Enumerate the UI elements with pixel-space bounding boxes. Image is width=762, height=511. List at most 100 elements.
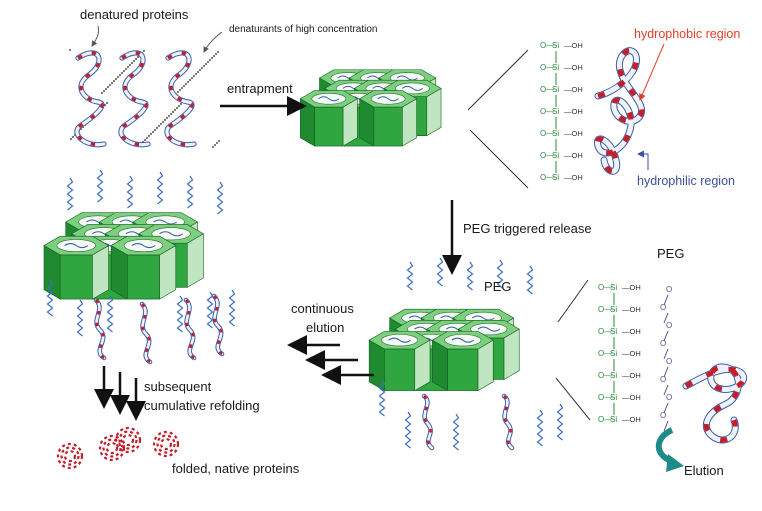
silicon-atom: Si [552,41,559,50]
peg-oxygen: O [666,393,672,402]
peg-chain [496,259,504,289]
protein-chain [164,50,197,148]
zoom-line-bottom-1 [557,279,589,323]
hex-side-front [314,106,344,147]
denaturant-dot [72,136,74,138]
denaturant-dot [172,111,174,113]
denaturant-pointer-arrow [203,31,223,53]
zoom-line-bottom-2 [555,377,591,421]
peg-oxygen: O [660,339,666,348]
denaturant-dot [183,85,185,87]
peg-oxygen: O [660,411,666,420]
hydroxyl-group: —OH [564,151,583,160]
chain-hydrophilic [140,302,152,364]
protein-chain [118,50,151,148]
fold-ring [56,442,84,470]
continuous-label: continuous [291,301,354,316]
denaturant-dot [127,66,129,68]
peg-chain [466,261,474,291]
chain-hydrophilic [212,294,224,356]
denaturant-dot [133,60,135,62]
denaturant-dot [179,89,181,91]
oxygen-atom: O— [540,151,554,160]
elution-right-label: Elution [684,463,724,478]
denaturant-dot [212,146,214,148]
fold-ring [60,446,80,466]
denaturant-dot [214,144,216,146]
protein-chain [139,301,153,365]
peg-bond [663,366,669,378]
peg-chain [156,171,164,205]
denaturant-dot [203,65,205,67]
denaturant-dot [170,113,172,115]
denaturant-dot [168,115,170,117]
denaturant-dot [216,142,218,144]
denaturant-dot [107,86,109,88]
matrix-top [299,69,442,147]
denaturant-dot [201,67,203,69]
chain-hydrophobic [503,394,513,450]
denaturant-dot [160,123,162,125]
pore-protein [318,96,340,102]
chain-hydrophobic [119,51,149,147]
peg-chain [406,261,414,291]
denaturants-label: denaturants of high concentration [229,24,378,35]
denaturant-dot [106,102,108,104]
silicon-atom: Si [610,283,617,292]
folded-protein [114,426,142,454]
denaturant-dot [119,74,121,76]
hydroxyl-group: —OH [564,85,583,94]
denaturant-dot [217,51,219,53]
peg-oxygen: O [660,375,666,384]
fold-ring [105,441,119,455]
denaturant-dot [199,69,201,71]
oxygen-atom: O— [598,327,612,336]
hydroxyl-group: —OH [622,349,641,358]
hex-side-front [59,254,93,300]
peg-bond [663,294,669,306]
denaturant-dot [174,109,176,111]
hydroxyl-group: —OH [622,393,641,402]
hydrophilic-arrow [637,150,649,170]
hydroxyl-group: —OH [564,129,583,138]
peg-chain [228,289,236,327]
denaturant-dot [158,125,160,127]
pore-protein [159,231,184,237]
pore-protein [471,315,495,321]
peg-triggered-release-label: PEG triggered release [463,221,592,236]
denaturant-dot [209,59,211,61]
peg-center-label: PEG [484,279,512,294]
denaturant-dot [187,81,189,83]
peg-chain [96,169,104,203]
chemical-structures: O—Si—OHO—Si—OHO—Si—OHO—Si—OHO—Si—OHO—Si—… [540,41,672,432]
denaturant-dot [121,72,123,74]
chain-hydrophobic [423,394,433,450]
subsequent-label: subsequent [144,379,212,394]
denaturant-dot [117,76,119,78]
peg-chain [106,295,114,333]
denaturant-dot [213,55,215,57]
silicon-atom: Si [610,415,617,424]
denaturant-dot [166,117,168,119]
oxygen-atom: O— [540,129,554,138]
oxygen-atom: O— [540,173,554,182]
hydroxyl-group: —OH [564,107,583,116]
pore-protein [401,85,424,91]
peg-chain [378,379,386,417]
oxygen-atom: O— [598,371,612,380]
denaturant-dot [164,119,166,121]
chain-hydrophilic [184,298,196,360]
folded-protein [56,442,84,470]
denaturant-dot [143,50,145,52]
protein-chain [183,297,197,361]
hydroxyl-group: —OH [622,283,641,292]
fold-ring [156,434,176,454]
hydrophobic-region-label: hydrophobic region [634,27,741,41]
oxygen-atom: O— [598,393,612,402]
denaturant-dot [115,78,117,80]
pore-protein [396,75,418,81]
silicon-atom: Si [552,151,559,160]
denaturant-dot [148,135,150,137]
chain-hydrophilic [165,51,196,147]
